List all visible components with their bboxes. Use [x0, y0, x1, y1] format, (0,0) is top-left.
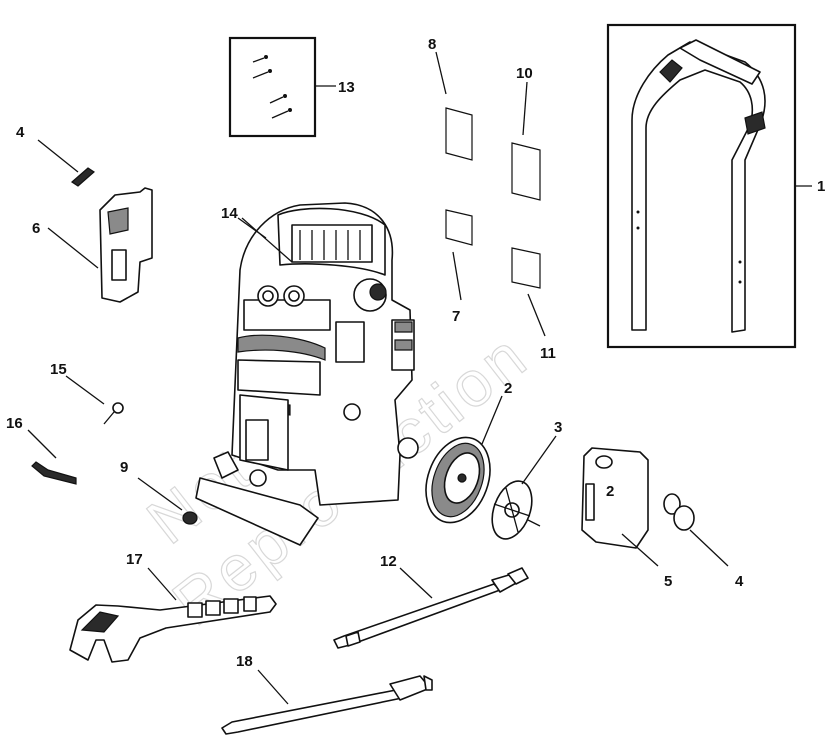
- pressure-washer-body[interactable]: [195, 202, 419, 546]
- part-17-spray-gun[interactable]: [69, 567, 277, 663]
- part-6-bracket[interactable]: [47, 187, 153, 303]
- part-7-decal[interactable]: [445, 209, 473, 301]
- part-12-wand[interactable]: [333, 567, 529, 649]
- callout-14: 14: [221, 205, 238, 222]
- callout-7: 7: [452, 308, 460, 325]
- part-15-pin[interactable]: [65, 375, 124, 425]
- callout-labels: 1 2 3 4 4 5 6 7 8 9 10 11 12 13 14 15 16…: [6, 36, 825, 670]
- part-3-hubcap[interactable]: [485, 435, 557, 544]
- callout-9: 9: [120, 459, 128, 476]
- part-11-decal[interactable]: [511, 247, 546, 337]
- callout-8: 8: [428, 36, 436, 53]
- callout-13: 13: [338, 79, 355, 96]
- callout-10: 10: [516, 65, 533, 82]
- part-8-decal[interactable]: [435, 51, 473, 161]
- part-5-tank[interactable]: 2: [581, 447, 659, 567]
- part-1-handle[interactable]: [606, 23, 812, 349]
- part-9-screw[interactable]: [137, 477, 198, 525]
- callout-18: 18: [236, 653, 253, 670]
- callout-4-top: 4: [16, 124, 25, 141]
- callout-2: 2: [504, 380, 512, 397]
- callout-6: 6: [32, 220, 40, 237]
- callout-1: 1: [817, 178, 825, 195]
- tank-number-label: 2: [606, 483, 614, 500]
- callout-16: 16: [6, 415, 23, 432]
- part-2-wheel[interactable]: [415, 395, 503, 532]
- callout-17: 17: [126, 551, 143, 568]
- part-4-clip-top[interactable]: [37, 139, 95, 187]
- callout-12: 12: [380, 553, 397, 570]
- part-10-decal[interactable]: [511, 81, 541, 201]
- callout-11: 11: [540, 345, 556, 362]
- part-4-cap-right[interactable]: [663, 493, 729, 567]
- part-16-hex-key[interactable]: [27, 429, 77, 485]
- callout-3: 3: [554, 419, 562, 436]
- callout-4-right: 4: [735, 573, 744, 590]
- callout-5: 5: [664, 573, 672, 590]
- callout-15: 15: [50, 361, 67, 378]
- part-13-screws[interactable]: [228, 36, 336, 138]
- part-18-wand[interactable]: [221, 669, 433, 735]
